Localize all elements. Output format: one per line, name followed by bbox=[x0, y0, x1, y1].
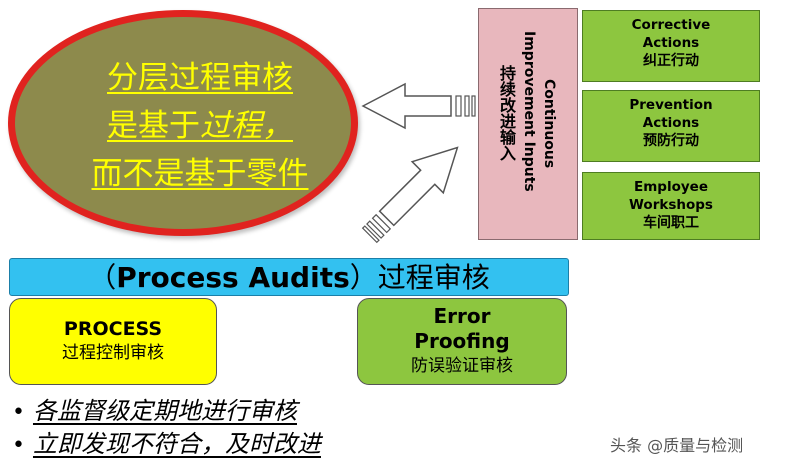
corrective-actions-en-1: Corrective bbox=[631, 17, 711, 33]
ellipse-line-2: 是基于过程， bbox=[35, 109, 365, 143]
corrective-actions-zh: 纠正行动 bbox=[643, 53, 699, 69]
core-principle-ellipse: 分层过程审核 是基于过程， 而不是基于零件 bbox=[8, 10, 358, 236]
prevention-actions-en-1: Prevention bbox=[629, 97, 713, 113]
banner-close-paren: ） bbox=[349, 261, 378, 294]
prevention-actions-box: Prevention Actions 预防行动 bbox=[582, 90, 760, 162]
process-audit-box: PROCESS 过程控制审核 bbox=[9, 298, 217, 385]
bullet-dot: • bbox=[12, 433, 25, 458]
watermark: 头条 @质量与检测 bbox=[610, 436, 744, 455]
banner-title-zh: 过程审核 bbox=[377, 261, 490, 294]
employee-workshops-zh: 车间职工 bbox=[643, 215, 699, 231]
arrows-group bbox=[361, 82, 476, 244]
inputs-title-zh-2: 改进 bbox=[497, 97, 516, 129]
error-box-en-1: Error bbox=[433, 304, 491, 328]
inputs-title-en-2: Improvement Inputs bbox=[521, 31, 537, 192]
ellipse-line-3: 而不是基于零件 bbox=[91, 156, 309, 192]
ellipse-line-1: 分层过程审核 bbox=[107, 60, 293, 96]
banner-open-paren: （ bbox=[88, 261, 117, 294]
banner-title-en: Process Audits bbox=[116, 261, 350, 294]
left-arrow-icon bbox=[361, 82, 476, 130]
corrective-actions-box: Corrective Actions 纠正行动 bbox=[582, 10, 760, 82]
inputs-title-en-1: Continuous bbox=[541, 79, 557, 169]
continuous-improvement-inputs-box: Continuous Improvement Inputs 持续改进输入 bbox=[478, 8, 578, 240]
down-left-arrow-icon bbox=[361, 146, 459, 244]
inputs-title-zh-3: 输入 bbox=[497, 129, 516, 161]
bullet-item: • 各监督级定期地进行审核 bbox=[12, 397, 472, 427]
error-box-en-2: Proofing bbox=[414, 329, 510, 353]
error-proofing-box: Error Proofing 防误验证审核 bbox=[357, 298, 567, 385]
bullet-text: 各监督级定期地进行审核 bbox=[32, 397, 297, 425]
bullet-text: 立即发现不符合，及时改进 bbox=[32, 430, 321, 458]
employee-workshops-en-1: Employee bbox=[634, 179, 708, 195]
employee-workshops-box: Employee Workshops 车间职工 bbox=[582, 172, 760, 240]
ellipse-line-2-prefix: 是基于 bbox=[107, 108, 200, 144]
bullet-dot: • bbox=[12, 400, 25, 425]
employee-workshops-en-2: Workshops bbox=[629, 197, 713, 213]
inputs-title-zh-1: 持续 bbox=[497, 65, 516, 97]
error-box-zh: 防误验证审核 bbox=[411, 356, 513, 376]
corrective-actions-en-2: Actions bbox=[642, 35, 700, 51]
process-box-zh: 过程控制审核 bbox=[62, 343, 164, 363]
prevention-actions-zh: 预防行动 bbox=[643, 133, 699, 149]
prevention-actions-en-2: Actions bbox=[642, 115, 700, 131]
inputs-title-zh: 持续改进输入 bbox=[497, 65, 516, 161]
process-audits-banner: （Process Audits）过程审核 bbox=[9, 258, 569, 296]
bullet-item: • 立即发现不符合，及时改进 bbox=[12, 430, 472, 460]
ellipse-line-2-emphasis: 过程， bbox=[200, 108, 293, 144]
process-box-en: PROCESS bbox=[63, 318, 163, 340]
